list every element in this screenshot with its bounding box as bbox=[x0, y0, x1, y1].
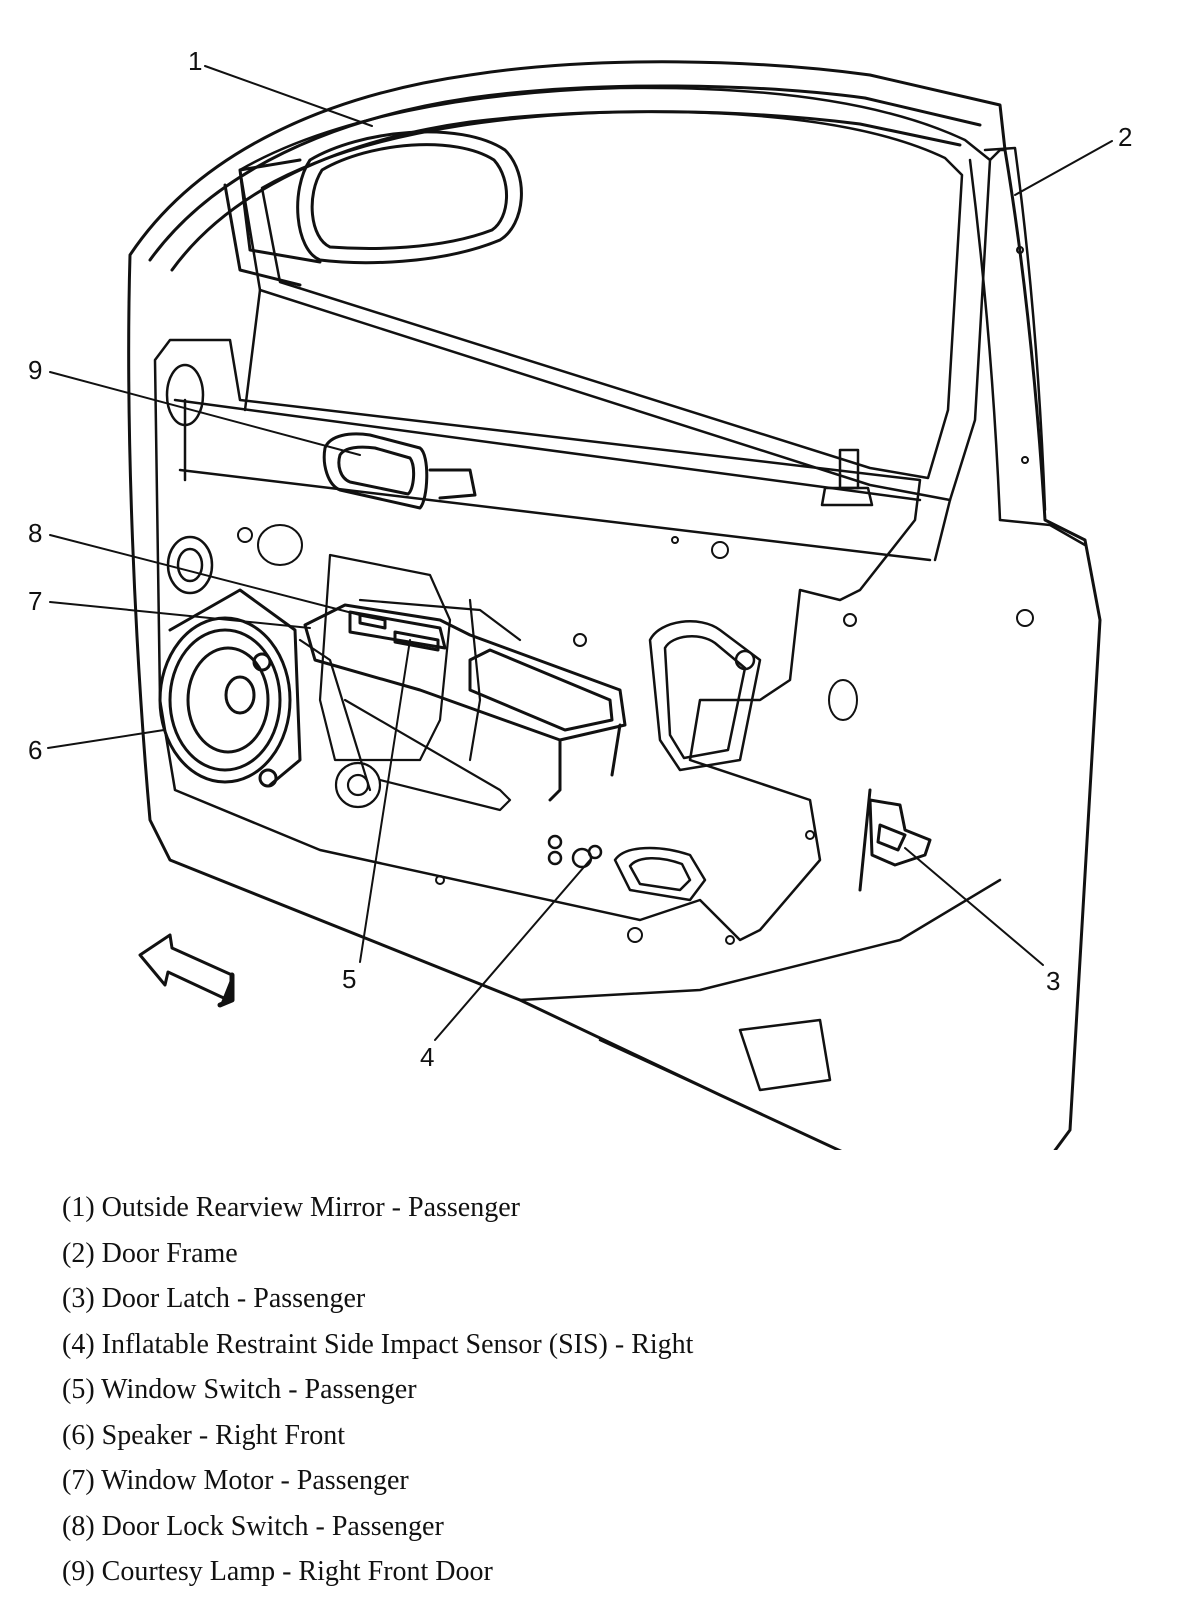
mirror bbox=[223, 130, 523, 287]
legend-item: (1) Outside Rearview Mirror - Passenger bbox=[62, 1192, 520, 1223]
legend-list: (1) Outside Rearview Mirror - Passenger … bbox=[62, 1185, 693, 1595]
courtesy-lamp bbox=[322, 432, 477, 510]
panel-holes bbox=[237, 246, 1034, 945]
callout-4: 4 bbox=[420, 1042, 435, 1072]
window-frame bbox=[238, 86, 1007, 562]
callout-9: 9 bbox=[28, 355, 43, 385]
lower-pocket bbox=[518, 878, 1002, 1097]
legend-item: (5) Window Switch - Passenger bbox=[62, 1374, 417, 1405]
legend-item: (7) Window Motor - Passenger bbox=[62, 1465, 409, 1496]
callout-8: 8 bbox=[28, 518, 43, 548]
door-pull bbox=[648, 620, 762, 772]
leader-lines bbox=[47, 65, 1113, 1041]
door-diagram bbox=[47, 60, 1113, 1150]
direction-arrow bbox=[138, 933, 235, 1008]
legend-item: (4) Inflatable Restraint Side Impact Sen… bbox=[62, 1328, 694, 1360]
callout-5: 5 bbox=[342, 964, 357, 994]
armrest bbox=[303, 603, 627, 802]
window-regulator bbox=[298, 553, 522, 812]
inner-panel bbox=[153, 338, 932, 942]
legend-item: (6) Speaker - Right Front bbox=[62, 1419, 346, 1451]
callout-3: 3 bbox=[1046, 966, 1061, 996]
legend-item: (3) Door Latch - Passenger bbox=[62, 1283, 366, 1314]
door-shell bbox=[127, 60, 1102, 1150]
lock-knob bbox=[820, 448, 874, 507]
door-frame-pillar bbox=[968, 146, 1087, 547]
legend-item: (2) Door Frame bbox=[62, 1237, 238, 1269]
sensor-area bbox=[547, 834, 707, 902]
callout-2: 2 bbox=[1118, 122, 1133, 152]
legend-item: (9) Courtesy Lamp - Right Front Door bbox=[62, 1556, 493, 1587]
callout-1: 1 bbox=[188, 46, 203, 76]
door-latch bbox=[858, 788, 932, 892]
callout-7: 7 bbox=[28, 586, 43, 616]
tweeter bbox=[165, 363, 214, 595]
callout-6: 6 bbox=[28, 735, 43, 765]
speaker bbox=[158, 588, 302, 788]
legend-item: (8) Door Lock Switch - Passenger bbox=[62, 1510, 444, 1542]
